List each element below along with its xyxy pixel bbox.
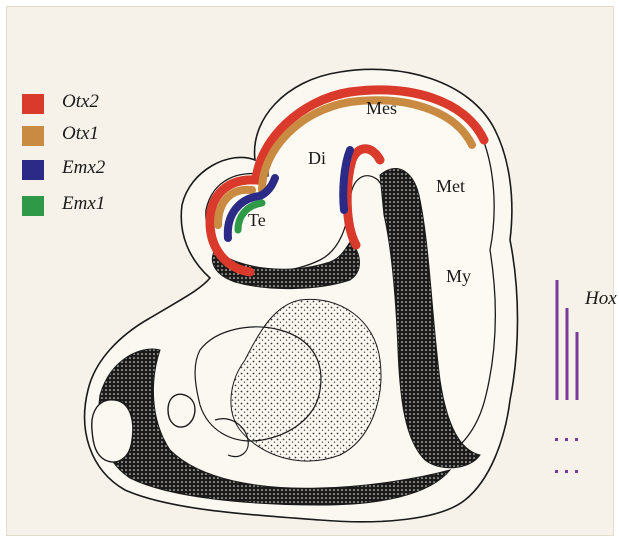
hox-continuation-dots-1	[555, 438, 578, 441]
region-label-te: Te	[248, 210, 266, 231]
otx2-swatch	[22, 94, 44, 114]
emx2-label: Emx2	[62, 157, 105, 179]
hox-label: Hox	[585, 288, 617, 310]
region-label-my: My	[446, 266, 471, 287]
emx1-swatch	[22, 196, 44, 216]
emx2-swatch	[22, 160, 44, 180]
region-label-met: Met	[436, 176, 465, 197]
region-label-di: Di	[308, 148, 326, 169]
emx1-label: Emx1	[62, 193, 105, 215]
otx1-label: Otx1	[62, 123, 99, 145]
hox-continuation-dots-2	[555, 470, 578, 473]
otx1-swatch	[22, 126, 44, 146]
region-label-mes: Mes	[366, 98, 397, 119]
otx2-label: Otx2	[62, 91, 99, 113]
optic-cup	[92, 400, 133, 462]
